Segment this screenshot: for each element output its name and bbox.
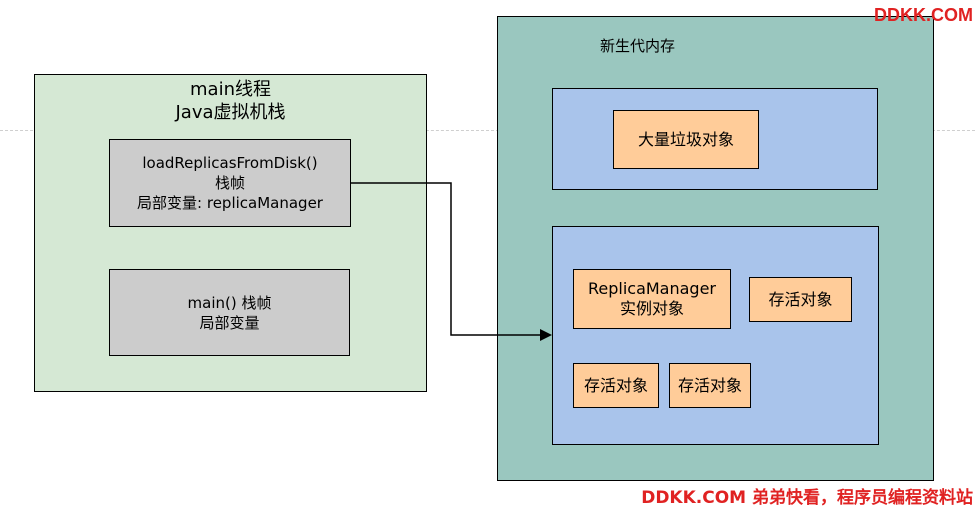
live-object-label: 存活对象 (768, 289, 833, 309)
live-object-box: 存活对象 (573, 363, 659, 408)
watermark-top: DDKK.COM (874, 5, 973, 25)
frame-local-variable: 局部变量 (199, 313, 260, 332)
frame-method-name: main() 栈帧 (187, 293, 272, 312)
replica-manager-instance-box: ReplicaManager 实例对象 (573, 269, 731, 329)
frame-method-name: loadReplicasFromDisk() (142, 154, 318, 172)
thread-title-line2: Java虚拟机栈 (175, 102, 286, 123)
load-replicas-stack-frame: loadReplicasFromDisk() 栈帧 局部变量: replicaM… (109, 139, 351, 227)
frame-label: 栈帧 (214, 174, 245, 192)
replica-manager-instance-label: 实例对象 (619, 299, 684, 318)
live-objects-region (552, 226, 879, 445)
live-object-box: 存活对象 (669, 363, 751, 408)
garbage-region (552, 88, 878, 190)
thread-title-line1: main线程 (190, 79, 271, 100)
replica-manager-class-label: ReplicaManager (587, 279, 717, 298)
live-object-box: 存活对象 (749, 277, 852, 322)
main-stack-frame: main() 栈帧 局部变量 (109, 269, 350, 356)
garbage-objects-label: 大量垃圾对象 (637, 129, 734, 149)
main-thread-title: main线程 Java虚拟机栈 (34, 78, 427, 124)
young-generation-title: 新生代内存 (600, 37, 676, 55)
live-object-label: 存活对象 (583, 375, 648, 395)
background-guide-line (0, 130, 975, 131)
live-object-label: 存活对象 (677, 375, 742, 395)
garbage-objects-box: 大量垃圾对象 (613, 110, 759, 169)
watermark-bottom: DDKK.COM 弟弟快看，程序员编程资料站 (641, 488, 973, 508)
frame-local-variable: 局部变量: replicaManager (137, 194, 323, 212)
